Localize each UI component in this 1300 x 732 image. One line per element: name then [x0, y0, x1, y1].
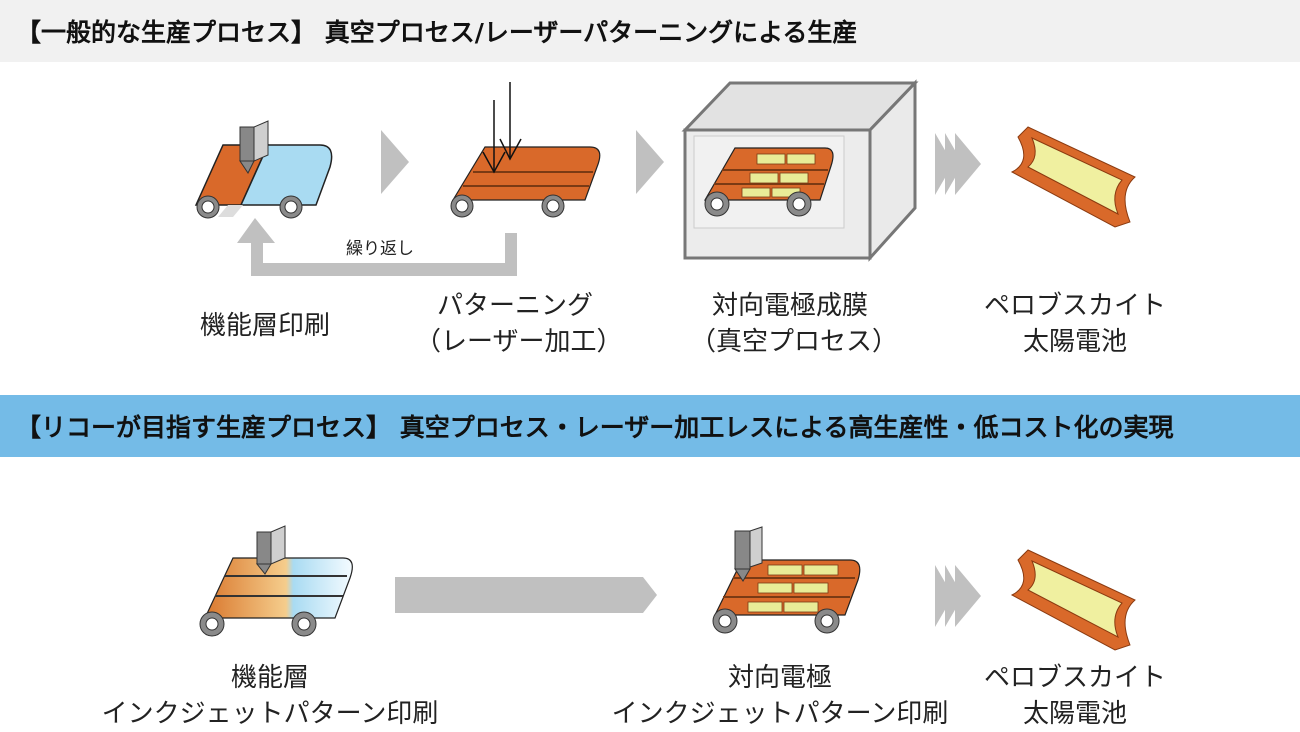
conventional-process-title: 【一般的な生産プロセス】 真空プロセス/レーザーパターニングによる生産 — [16, 18, 858, 47]
ricoh-step-label-electrode: 対向電極 インクジェットパターン印刷 — [611, 663, 949, 729]
step-label-patterning: パターニング （レーザー加工） — [415, 291, 623, 357]
repeat-label: 繰り返し — [346, 239, 414, 259]
inkjet-printing-conveyor-icon — [199, 525, 353, 637]
step-label-printing: 機能層印刷 — [199, 311, 330, 341]
next-step-arrow-1 — [381, 130, 409, 194]
long-process-arrow — [395, 577, 657, 613]
repeat-loop-arrow — [237, 218, 517, 276]
perovskite-cell-icon-2 — [1010, 549, 1136, 651]
vacuum-chamber-icon — [681, 79, 919, 262]
ricoh-step-label-solar-cell: ペロブスカイト 太陽電池 — [983, 663, 1166, 729]
step-label-solar-cell: ペロブスカイト 太陽電池 — [983, 291, 1166, 357]
printing-conveyor-icon — [194, 120, 333, 219]
laser-patterning-icon — [450, 82, 601, 218]
conventional-process-header: 【一般的な生産プロセス】 真空プロセス/レーザーパターニングによる生産 — [0, 0, 1300, 62]
ricoh-step-label-printing: 機能層 インクジェットパターン印刷 — [101, 663, 439, 729]
ricoh-process-title: 【リコーが目指す生産プロセス】 真空プロセス・レーザー加工レスによる高生産性・低… — [16, 413, 1174, 442]
inkjet-electrode-conveyor-icon — [712, 526, 861, 634]
step-label-vacuum: 対向電極成膜 （真空プロセス） — [690, 291, 899, 357]
next-step-arrow-2 — [636, 130, 664, 194]
perovskite-cell-icon — [1010, 126, 1136, 228]
triple-arrow-2 — [935, 565, 981, 627]
triple-arrow-1 — [935, 133, 981, 195]
ricoh-process-header: 【リコーが目指す生産プロセス】 真空プロセス・レーザー加工レスによる高生産性・低… — [0, 395, 1300, 457]
